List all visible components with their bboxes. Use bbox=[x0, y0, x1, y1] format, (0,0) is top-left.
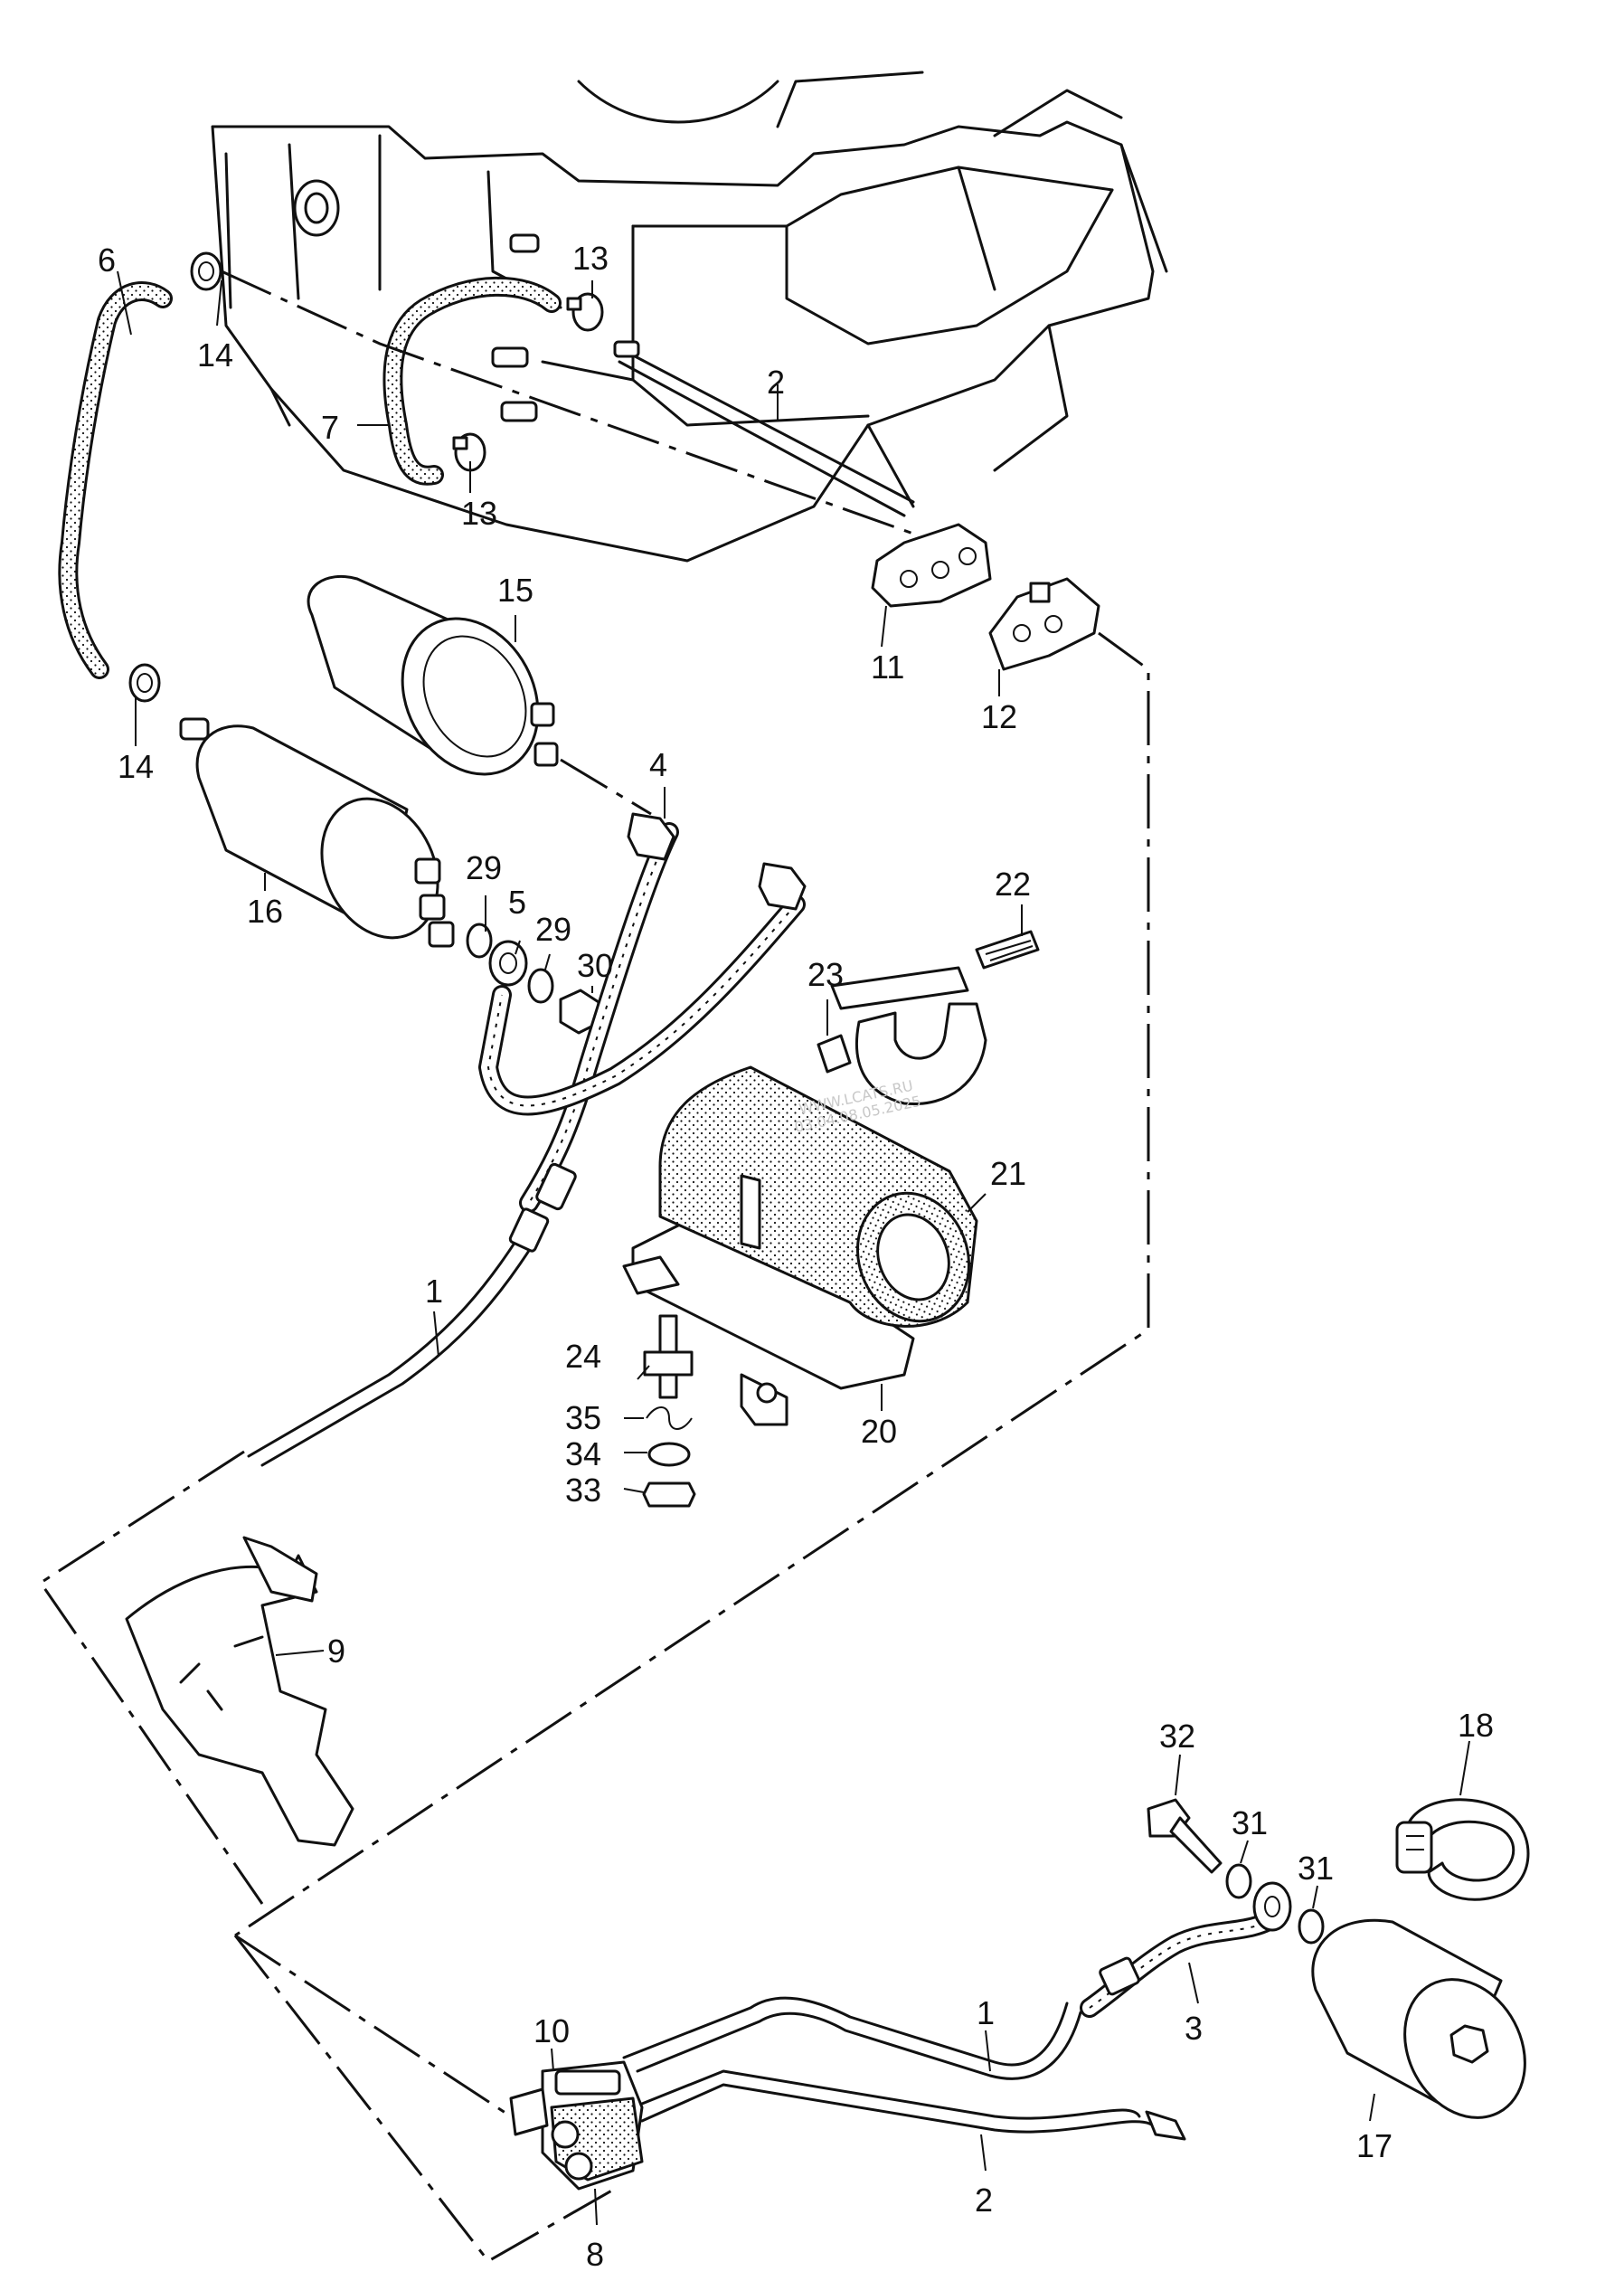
callout-11: 11 bbox=[871, 648, 904, 686]
callout-1-upper: 1 bbox=[425, 1273, 443, 1310]
nut-33 bbox=[642, 1481, 696, 1508]
line-holder-11 bbox=[871, 523, 992, 608]
spring-washer-35 bbox=[646, 1406, 693, 1430]
nut-23 bbox=[817, 1034, 852, 1074]
clamp-band-22 bbox=[830, 930, 1040, 1106]
mounting-bracket-20 bbox=[622, 1219, 915, 1426]
callout-18: 18 bbox=[1458, 1707, 1494, 1744]
callout-7: 7 bbox=[321, 409, 339, 446]
banjo-bolt-32 bbox=[1147, 1798, 1223, 1874]
callout-9: 9 bbox=[327, 1633, 345, 1670]
seal-ring-29-a bbox=[466, 923, 493, 959]
callout-14-upper: 14 bbox=[197, 336, 233, 374]
fuel-line-4 bbox=[478, 812, 807, 1213]
fuel-accumulator-15 bbox=[307, 574, 652, 816]
callout-15: 15 bbox=[497, 572, 533, 609]
filter-clamp-18 bbox=[1395, 1798, 1530, 1901]
callout-8: 8 bbox=[586, 2236, 604, 2273]
callout-35: 35 bbox=[565, 1399, 601, 1436]
seal-ring-31-b bbox=[1298, 1908, 1325, 1945]
callout-13-upper: 13 bbox=[572, 240, 609, 277]
callout-31-a: 31 bbox=[1232, 1804, 1268, 1841]
line-holder-8 bbox=[550, 2096, 644, 2182]
seal-ring-31-a bbox=[1225, 1863, 1252, 1899]
callout-32: 32 bbox=[1159, 1718, 1195, 1755]
leader-lines bbox=[117, 270, 1470, 2226]
callout-1-lower: 1 bbox=[977, 1994, 995, 2031]
fuel-line-1-lower bbox=[622, 1996, 1082, 2080]
callout-24: 24 bbox=[565, 1338, 601, 1375]
callout-20: 20 bbox=[861, 1413, 897, 1450]
callout-30: 30 bbox=[577, 947, 613, 984]
callout-16: 16 bbox=[247, 893, 283, 930]
fuel-pump-16 bbox=[179, 717, 455, 948]
callout-34: 34 bbox=[565, 1435, 601, 1472]
callout-labels: 6 14 13 7 13 2 15 11 12 14 4 16 29 5 29 … bbox=[98, 240, 1494, 2273]
banjo-fitting-5 bbox=[488, 940, 528, 987]
callout-2-lower: 2 bbox=[975, 2182, 993, 2219]
breather-hose-6 bbox=[58, 281, 173, 679]
callout-3: 3 bbox=[1185, 2010, 1203, 2047]
fuel-tank bbox=[211, 71, 1168, 563]
stud-bolt-24 bbox=[643, 1314, 694, 1399]
callout-23: 23 bbox=[807, 956, 844, 993]
washer-34 bbox=[647, 1442, 691, 1467]
hose-clip-14-lower bbox=[128, 663, 161, 703]
breather-hose-7 bbox=[382, 276, 562, 486]
callout-21: 21 bbox=[990, 1155, 1026, 1192]
callout-5: 5 bbox=[508, 884, 526, 921]
braided-line-3 bbox=[1080, 1881, 1292, 2018]
callout-29-a: 29 bbox=[466, 849, 502, 886]
callout-17: 17 bbox=[1356, 2127, 1393, 2164]
assembly-reference-lines bbox=[38, 270, 1150, 2263]
callout-12: 12 bbox=[981, 698, 1017, 735]
fuel-filter-17 bbox=[1311, 1918, 1526, 2119]
callout-10: 10 bbox=[533, 2012, 570, 2049]
callout-13-lower: 13 bbox=[461, 495, 497, 532]
heat-shield-9 bbox=[125, 1536, 354, 1847]
callout-2-upper: 2 bbox=[767, 364, 785, 401]
seal-ring-29-b bbox=[527, 968, 554, 1004]
callout-4: 4 bbox=[649, 746, 667, 783]
callout-33: 33 bbox=[565, 1472, 601, 1509]
callout-29-b: 29 bbox=[535, 911, 571, 948]
callout-22: 22 bbox=[995, 866, 1031, 903]
fuel-line-1-upper bbox=[247, 1207, 550, 1467]
hose-clip-14-upper bbox=[190, 251, 222, 291]
fuel-line-2-lower bbox=[631, 2069, 1186, 2141]
line-holder-12 bbox=[988, 577, 1100, 671]
insulating-sleeve-21 bbox=[658, 1065, 978, 1328]
callout-14-lower: 14 bbox=[118, 748, 154, 785]
callout-31-b: 31 bbox=[1298, 1850, 1334, 1887]
callout-6: 6 bbox=[98, 241, 116, 279]
hose-clip-13-upper bbox=[566, 292, 604, 332]
